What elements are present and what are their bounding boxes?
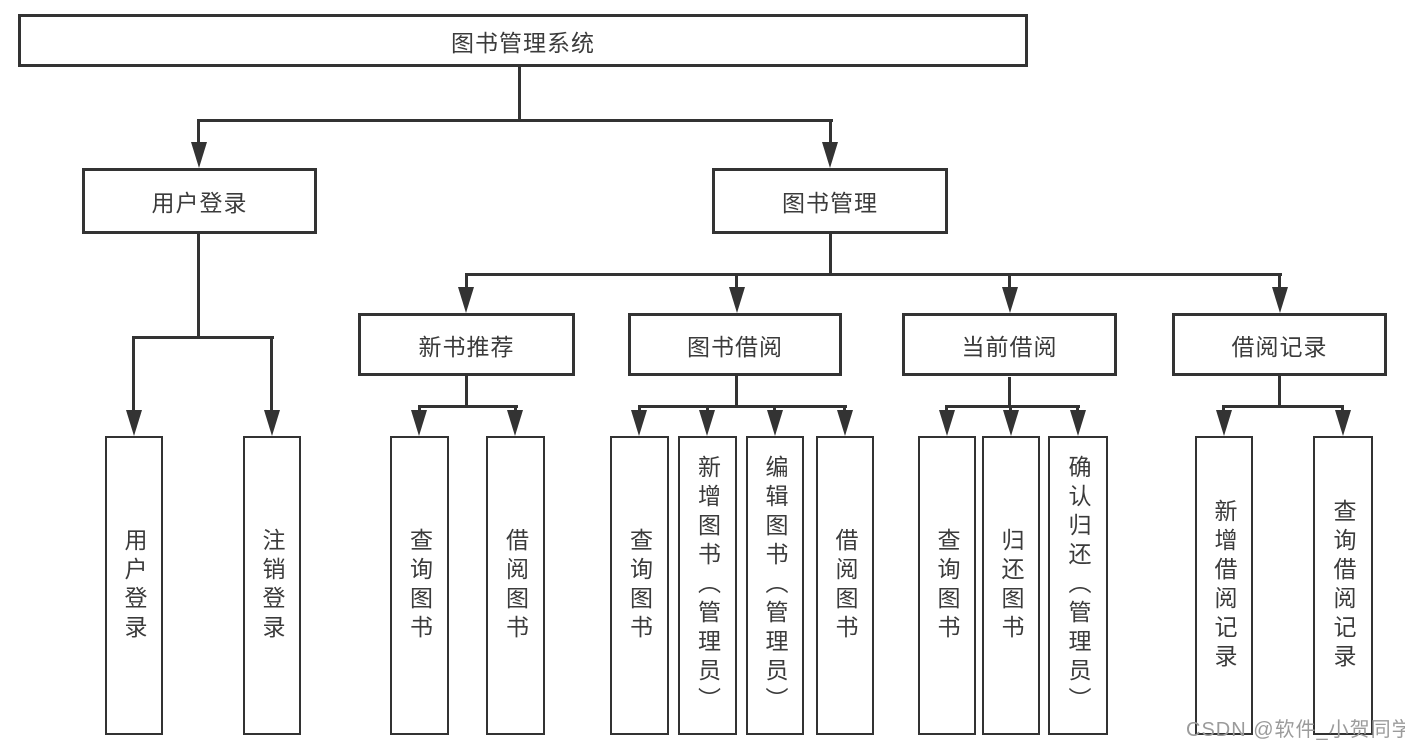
node-label: 借阅图书 xyxy=(502,527,529,644)
node-label: 归还图书 xyxy=(998,527,1024,644)
node-book-management: 图书管理 xyxy=(712,168,948,234)
node-leaf-logout: 注销登录 xyxy=(243,436,301,735)
connector-line xyxy=(197,234,200,339)
connector-line xyxy=(465,376,468,408)
node-label: 新增图书（管理员） xyxy=(694,455,721,716)
connector-line xyxy=(465,273,468,291)
connector-line xyxy=(418,405,518,408)
connector-line xyxy=(843,405,846,414)
node-label: 查询图书 xyxy=(406,527,433,644)
node-label: 查询图书 xyxy=(626,527,653,644)
connector-line xyxy=(773,405,776,414)
arrow-down-icon xyxy=(458,287,474,313)
watermark: CSDN @软件_小贺同学 xyxy=(1186,719,1405,741)
node-label: 用户登录 xyxy=(121,527,147,644)
arrow-down-icon xyxy=(507,410,523,436)
node-label: 新书推荐 xyxy=(418,333,515,360)
connector-line xyxy=(270,336,273,414)
connector-line xyxy=(514,405,517,414)
connector-line xyxy=(706,405,709,414)
node-label: 借阅记录 xyxy=(1231,333,1328,360)
node-current-borrowing: 当前借阅 xyxy=(902,313,1117,376)
arrow-down-icon xyxy=(837,410,853,436)
node-new-book-recommendation: 新书推荐 xyxy=(358,313,575,376)
arrow-down-icon xyxy=(939,410,955,436)
node-label: 图书借阅 xyxy=(687,333,783,360)
connector-line xyxy=(132,336,135,414)
connector-line xyxy=(829,234,832,276)
connector-line xyxy=(638,405,641,414)
node-label: 新增借阅记录 xyxy=(1211,498,1237,673)
node-label: 查询借阅记录 xyxy=(1330,498,1356,673)
node-leaf-confirm-return-admin: 确认归还（管理员） xyxy=(1048,436,1108,735)
connector-line xyxy=(197,119,200,147)
connector-line xyxy=(1341,405,1344,414)
node-leaf-query-borrow-record: 查询借阅记录 xyxy=(1313,436,1373,735)
node-leaf-query-book-current: 查询图书 xyxy=(918,436,976,735)
arrow-down-icon xyxy=(191,142,207,168)
connector-line xyxy=(418,405,421,414)
node-leaf-edit-book-admin: 编辑图书（管理员） xyxy=(746,436,804,735)
arrow-down-icon xyxy=(699,410,715,436)
connector-line xyxy=(1278,376,1281,408)
connector-line xyxy=(638,405,847,408)
node-leaf-add-borrow-record: 新增借阅记录 xyxy=(1195,436,1253,735)
connector-line xyxy=(735,376,738,408)
node-label: 图书管理系统 xyxy=(451,29,595,56)
node-leaf-query-book-recommend: 查询图书 xyxy=(390,436,449,735)
node-label: 借阅图书 xyxy=(832,527,858,644)
connector-line xyxy=(1008,377,1011,408)
node-label: 当前借阅 xyxy=(961,333,1058,360)
node-label: 用户登录 xyxy=(151,190,248,216)
arrow-down-icon xyxy=(631,410,647,436)
arrow-down-icon xyxy=(1002,287,1018,313)
connector-line xyxy=(1278,273,1281,291)
node-leaf-borrow-book: 借阅图书 xyxy=(816,436,874,735)
connector-line xyxy=(198,119,833,122)
connector-line xyxy=(945,405,948,414)
arrow-down-icon xyxy=(729,287,745,313)
connector-line xyxy=(518,66,521,122)
connector-line xyxy=(829,119,832,147)
node-leaf-return-book: 归还图书 xyxy=(982,436,1040,735)
node-user-login: 用户登录 xyxy=(82,168,317,234)
arrow-down-icon xyxy=(1003,410,1019,436)
arrow-down-icon xyxy=(822,142,838,168)
node-leaf-query-book-borrowing: 查询图书 xyxy=(610,436,669,735)
arrow-down-icon xyxy=(767,410,783,436)
connector-line xyxy=(1008,273,1011,291)
node-leaf-borrow-book-recommend: 借阅图书 xyxy=(486,436,545,735)
node-borrowing-records: 借阅记录 xyxy=(1172,313,1387,376)
arrow-down-icon xyxy=(411,410,427,436)
arrow-down-icon xyxy=(1335,410,1351,436)
node-label: 注销登录 xyxy=(259,527,285,644)
connector-line xyxy=(1009,405,1012,414)
connector-line xyxy=(1222,405,1344,408)
node-label: 编辑图书（管理员） xyxy=(762,455,788,716)
connector-line xyxy=(735,273,738,291)
connector-line xyxy=(1222,405,1225,414)
node-leaf-user-login: 用户登录 xyxy=(105,436,163,735)
node-label: 查询图书 xyxy=(934,527,960,644)
node-leaf-add-book-admin: 新增图书（管理员） xyxy=(678,436,737,735)
arrow-down-icon xyxy=(1216,410,1232,436)
node-library-management-system: 图书管理系统 xyxy=(18,14,1028,67)
arrow-down-icon xyxy=(1070,410,1086,436)
connector-line xyxy=(132,336,274,339)
connector-line xyxy=(1076,405,1079,414)
node-label: 确认归还（管理员） xyxy=(1065,455,1091,716)
connector-line xyxy=(465,273,1282,276)
node-book-borrowing: 图书借阅 xyxy=(628,313,842,376)
arrow-down-icon xyxy=(1272,287,1288,313)
arrow-down-icon xyxy=(126,410,142,436)
connector-line xyxy=(945,405,1080,408)
arrow-down-icon xyxy=(264,410,280,436)
node-label: 图书管理 xyxy=(782,190,878,216)
